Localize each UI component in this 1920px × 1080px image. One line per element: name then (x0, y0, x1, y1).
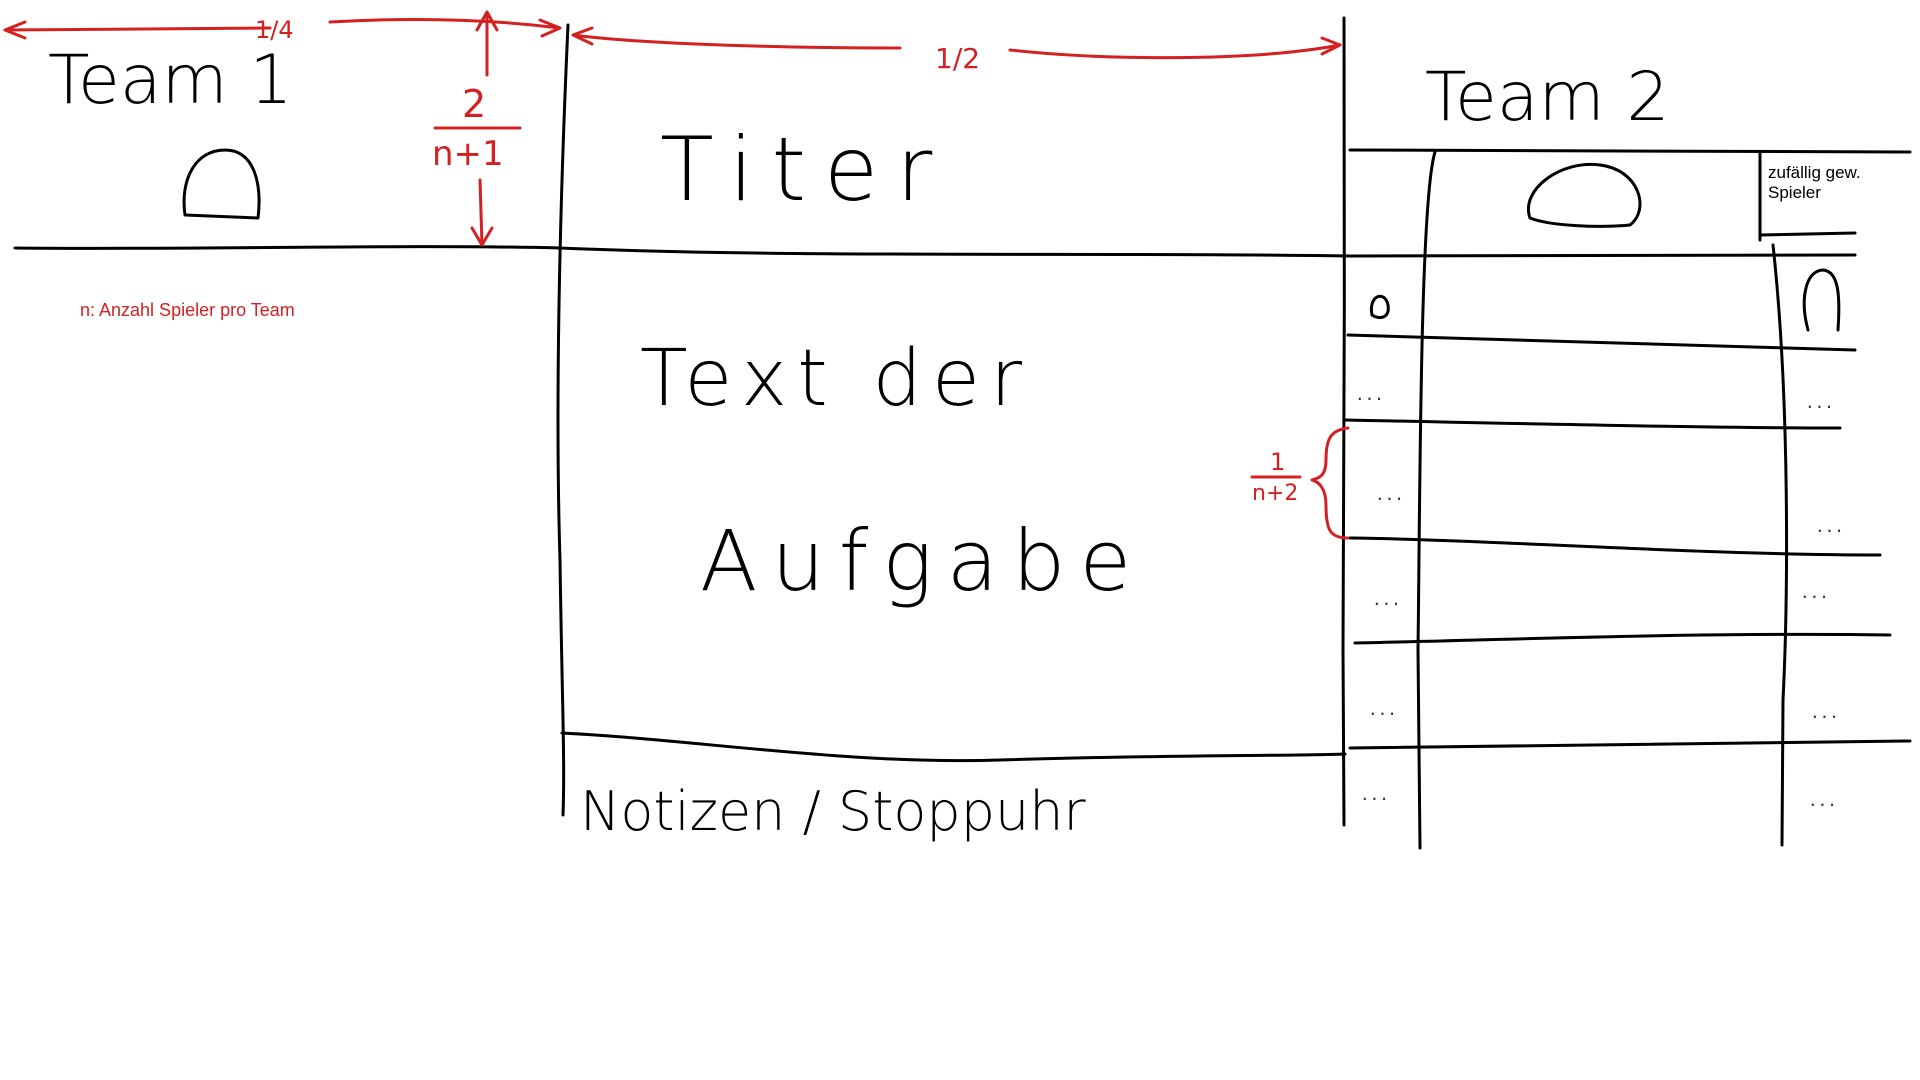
team2-left-col-line (1416, 150, 1437, 850)
header-height-arrow (470, 10, 499, 247)
footer-divider-line (560, 731, 1347, 763)
team2-row-avatar-icon (1369, 294, 1390, 319)
team1-avatar-icon (182, 148, 261, 220)
row-height-brace (1310, 426, 1350, 540)
team1-label: Team 1 (48, 41, 293, 120)
notes-stopwatch-label: Notizen / Stoppuhr (580, 780, 1086, 843)
row-placeholder-right: ... (1805, 393, 1834, 412)
team2-avatar-icon (1526, 162, 1642, 228)
header-height-numerator: 2 (462, 82, 486, 126)
center-width-label: 1/2 (935, 42, 980, 75)
task-text-line2: Aufgabe (700, 512, 1145, 610)
row-placeholder-left: ... (1355, 385, 1384, 404)
task-text-line1: Text der (640, 334, 1032, 424)
row-placeholder-right: ... (1800, 583, 1829, 602)
team2-random-box-line (1758, 231, 1857, 237)
team-width-arrow (3, 18, 562, 40)
legend-note: n: Anzahl Spieler pro Team (80, 300, 295, 320)
team-width-label: 1/4 (255, 16, 294, 44)
header-height-denominator: n+1 (432, 134, 504, 174)
row-placeholder-right: ... (1815, 517, 1844, 536)
task-title: Titer (660, 118, 950, 221)
row-height-denominator: n+2 (1252, 481, 1298, 506)
row-placeholder-left: ... (1360, 785, 1389, 804)
left-column-divider (556, 23, 570, 817)
random-player-figure-icon (1802, 268, 1841, 332)
team2-label: Team 2 (1425, 58, 1670, 137)
team2-right-col-line (1758, 150, 1789, 847)
row-placeholder-right: ... (1810, 703, 1839, 722)
team2-row-lines (1343, 333, 1912, 750)
row-placeholder-left: ... (1368, 700, 1397, 719)
team2-header-line (1348, 148, 1912, 154)
right-column-divider (1341, 16, 1346, 827)
center-width-arrow (571, 26, 1342, 60)
header-divider-line (13, 245, 1857, 258)
random-player-note: zufällig gew. Spieler (1768, 163, 1861, 202)
row-placeholder-left: ... (1372, 590, 1401, 609)
row-height-numerator: 1 (1270, 448, 1285, 476)
row-placeholder-left: ... (1375, 485, 1404, 504)
row-placeholder-right: ... (1808, 791, 1837, 810)
